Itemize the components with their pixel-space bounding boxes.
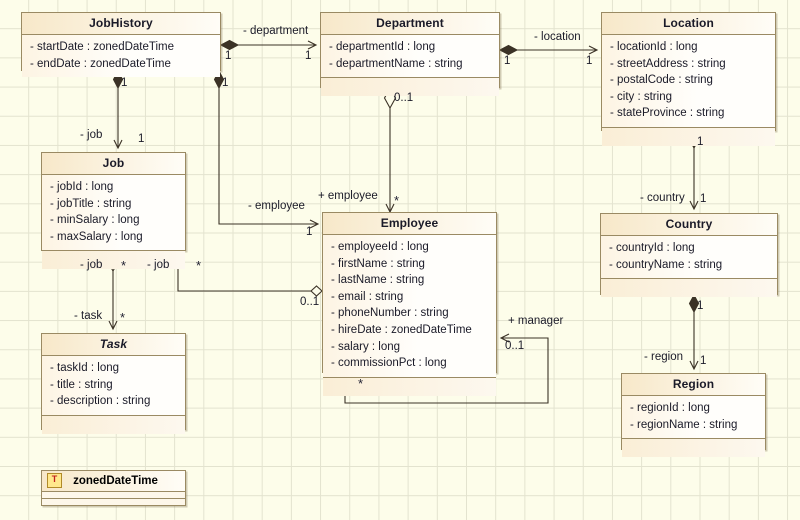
attribute-row: - commissionPct : long (331, 357, 447, 370)
multiplicity-department-employee-target: * (394, 193, 400, 208)
class-location[interactable]: Location - locationId : long - streetAdd… (601, 12, 776, 146)
datatype-icon: T (47, 473, 62, 488)
edge-label-job-right: - job (147, 259, 170, 271)
attribute-row: - description : string (50, 395, 151, 408)
multiplicity-location-country-source: 1 (697, 136, 704, 148)
attribute-row: - postalCode : string (610, 74, 713, 87)
edge-label-manager: + manager (508, 315, 564, 327)
attribute-row: - phoneNumber : string (331, 307, 449, 320)
class-title-department: Department (321, 13, 499, 35)
multiplicity-employee-job-source: 0..1 (300, 296, 320, 308)
class-operations-location (602, 127, 775, 146)
multiplicity-jobhistory-employee-source: 1 (222, 77, 229, 89)
attribute-row: - departmentId : long (329, 41, 436, 53)
class-region[interactable]: Region - regionId : long - regionName : … (621, 373, 766, 458)
class-country[interactable]: Country - countryId : long - countryName… (600, 213, 778, 298)
class-jobhistory[interactable]: JobHistory - startDate : zonedDateTime -… (21, 12, 221, 78)
attribute-row: - title : string (50, 378, 113, 391)
edge-label-job-history: - job (80, 129, 103, 141)
edge-label-task: - task (74, 310, 103, 322)
multiplicity-job-task-target: * (120, 310, 126, 325)
attribute-row: - hireDate : zonedDateTime (331, 323, 472, 336)
attribute-row: - minSalary : long (50, 214, 140, 227)
multiplicity-country-region-target: 1 (700, 355, 707, 367)
class-attributes-region: - regionId : long - regionName : string (622, 396, 765, 440)
attribute-row: - endDate : zonedDateTime (30, 57, 171, 70)
class-attributes-country: - countryId : long - countryName : strin… (601, 236, 777, 280)
class-attributes-task: - taskId : long - title : string - descr… (42, 356, 185, 416)
attribute-row: - city : string (610, 90, 672, 103)
multiplicity-jobhistory-employee-target: 1 (306, 226, 313, 238)
attribute-row: - stateProvince : string (610, 107, 725, 120)
edge-label-location: - location (534, 31, 581, 43)
edge-label-country: - country (640, 192, 685, 204)
multiplicity-jobhistory-department-target: 1 (305, 50, 312, 62)
datatype-zoneddatetime[interactable]: T zonedDateTime (41, 470, 186, 506)
datatype-compartment-1 (42, 492, 185, 499)
attribute-row: - countryId : long (609, 242, 695, 254)
attribute-row: - email : string (331, 290, 404, 303)
attribute-row: - maxSalary : long (50, 230, 143, 243)
class-title-country: Country (601, 214, 777, 236)
class-attributes-department: - departmentId : long - departmentName :… (321, 35, 499, 79)
attribute-row: - employeeId : long (331, 241, 429, 253)
shared-diamond-employee-job (310, 285, 323, 297)
multiplicity-jobhistory-job-source: 1 (121, 77, 128, 89)
datatype-header: T zonedDateTime (42, 471, 185, 492)
class-title-task: Task (42, 334, 185, 356)
class-attributes-location: - locationId : long - streetAddress : st… (602, 35, 775, 128)
multiplicity-location-country-target: 1 (700, 193, 707, 205)
attribute-row: - startDate : zonedDateTime (30, 41, 175, 53)
attribute-row: - regionId : long (630, 402, 710, 414)
class-operations-department (321, 78, 499, 97)
class-department[interactable]: Department - departmentId : long - depar… (320, 12, 500, 97)
multiplicity-department-location-target: 1 (586, 55, 593, 67)
multiplicity-employee-job-target: * (196, 258, 202, 273)
class-title-location: Location (602, 13, 775, 35)
edge-label-job-left: - job (80, 259, 103, 271)
attribute-row: - locationId : long (610, 41, 698, 53)
class-operations-country (601, 279, 777, 298)
attribute-row: - countryName : string (609, 258, 723, 271)
class-employee[interactable]: Employee - employeeId : long - firstName… (322, 212, 497, 396)
attribute-row: - streetAddress : string (610, 57, 726, 70)
datatype-compartment-2 (42, 499, 185, 505)
multiplicity-job-task-source: * (121, 258, 127, 273)
edge-label-employee: - employee (248, 200, 305, 212)
edge-label-department: - department (243, 25, 309, 37)
attribute-row: - lastName : string (331, 274, 425, 287)
multiplicity-employee-manager-target: 0..1 (505, 340, 525, 352)
composite-diamond-department-location (498, 44, 519, 56)
class-task[interactable]: Task - taskId : long - title : string - … (41, 333, 186, 434)
edge-label-plus-employee: + employee (318, 190, 378, 202)
class-operations-employee (323, 377, 496, 396)
class-title-jobhistory: JobHistory (22, 13, 220, 35)
multiplicity-department-location-source: 1 (504, 55, 511, 67)
class-attributes-employee: - employeeId : long - firstName : string… (323, 235, 496, 378)
attribute-row: - regionName : string (630, 418, 738, 431)
class-operations-task (42, 415, 185, 434)
attribute-row: - departmentName : string (329, 57, 463, 70)
attribute-row: - firstName : string (331, 257, 425, 270)
attribute-row: - jobId : long (50, 181, 114, 193)
class-title-employee: Employee (323, 213, 496, 235)
datatype-name: zonedDateTime (73, 474, 158, 487)
class-attributes-job: - jobId : long - jobTitle : string - min… (42, 175, 185, 252)
multiplicity-department-employee-source: 0..1 (394, 92, 414, 104)
multiplicity-country-region-source: 1 (697, 300, 704, 312)
edge-label-region: - region (644, 351, 683, 363)
class-operations-region (622, 439, 765, 458)
attribute-row: - jobTitle : string (50, 197, 132, 210)
class-job[interactable]: Job - jobId : long - jobTitle : string -… (41, 152, 186, 270)
class-attributes-jobhistory: - startDate : zonedDateTime - endDate : … (22, 35, 220, 78)
multiplicity-employee-manager-source: * (358, 376, 364, 391)
composite-diamond-jobhistory-department (219, 39, 240, 51)
attribute-row: - taskId : long (50, 362, 120, 374)
class-title-job: Job (42, 153, 185, 175)
class-title-region: Region (622, 374, 765, 396)
multiplicity-jobhistory-department-source: 1 (225, 50, 232, 62)
multiplicity-jobhistory-job-target: 1 (138, 133, 145, 145)
class-operations-job (42, 251, 185, 270)
attribute-row: - salary : long (331, 340, 401, 353)
